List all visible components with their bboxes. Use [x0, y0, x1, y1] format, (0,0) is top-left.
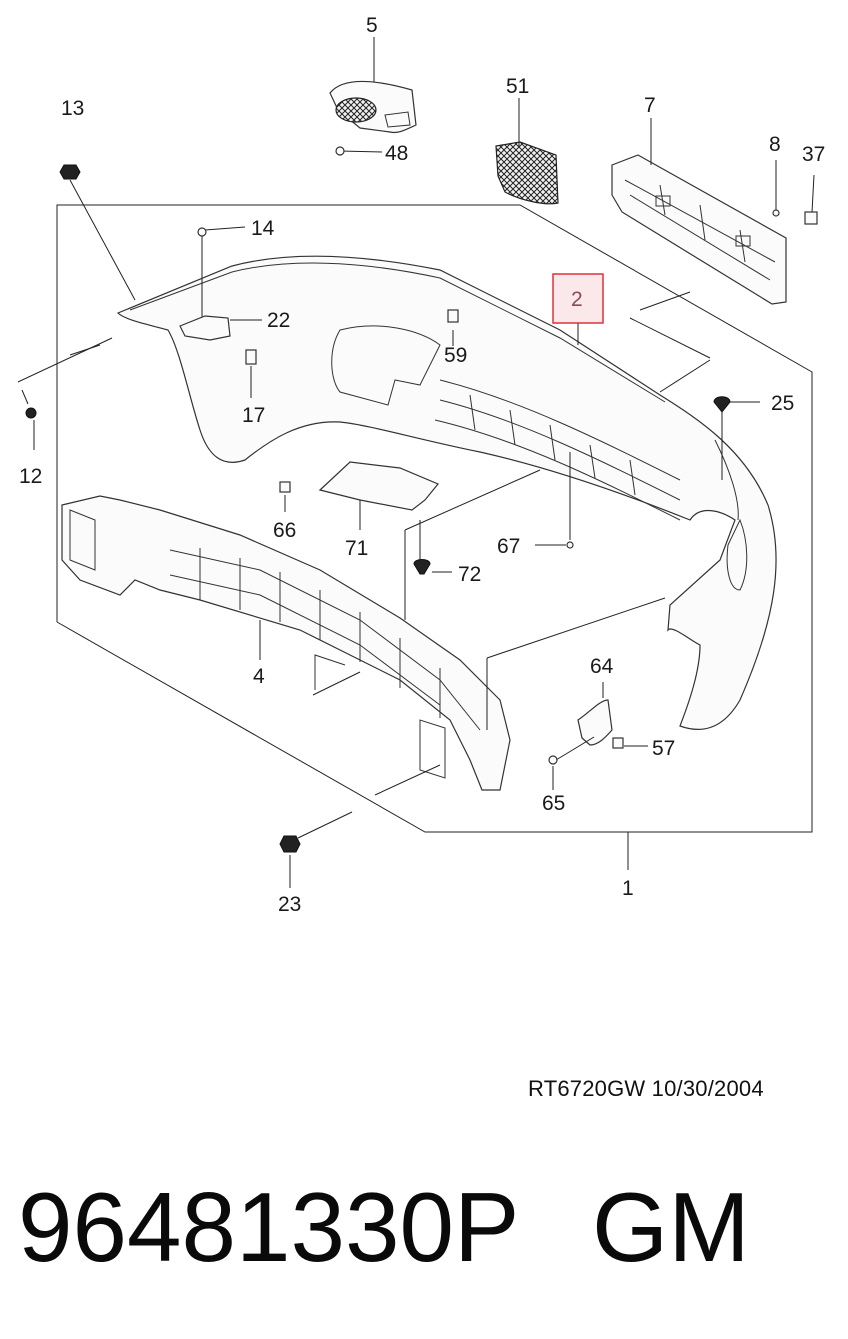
callout-7: 7 [644, 94, 656, 117]
part-4-reinforcement-beam [61, 495, 511, 791]
part-number: 96481330P [18, 1172, 520, 1282]
part-57-clip [612, 737, 648, 749]
callout-22: 22 [267, 309, 290, 332]
drawing-reference-code: RT6720GW 10/30/2004 [528, 1076, 764, 1101]
callout-64: 64 [590, 655, 614, 678]
part-17-clip [245, 349, 257, 398]
callout-23: 23 [278, 893, 301, 916]
part-66-clip [279, 481, 291, 512]
brand-name: GM [592, 1172, 750, 1282]
callout-72: 72 [458, 563, 481, 586]
callout-1: 1 [622, 877, 634, 900]
part-13-nut [59, 164, 136, 301]
part-12-bolt [17, 337, 113, 450]
part-14-screw [197, 226, 246, 318]
callout-4: 4 [253, 665, 265, 688]
part-48-screw [335, 146, 383, 156]
part-51-mesh-panel [495, 141, 559, 205]
callout-65: 65 [542, 792, 565, 815]
callout-17: 17 [242, 404, 265, 427]
part-59-clip [447, 309, 459, 346]
callout-13: 13 [61, 97, 84, 120]
callout-71: 71 [345, 537, 368, 560]
part-64-guard [577, 682, 613, 746]
callout-12: 12 [19, 465, 42, 488]
leader-lines [69, 37, 711, 870]
part-5-grille-insert [329, 80, 417, 134]
part-7-plate-bracket [611, 154, 787, 305]
callout-25: 25 [771, 392, 794, 415]
part-65-screw [548, 736, 595, 790]
callout-57: 57 [652, 737, 675, 760]
highlight-box-part-2 [552, 273, 604, 324]
callout-67: 67 [497, 535, 520, 558]
callout-5: 5 [366, 14, 378, 37]
callout-14: 14 [251, 217, 275, 240]
part-71-shield [318, 461, 439, 530]
part-8-screw [772, 160, 780, 217]
part-72-push-pin [413, 520, 452, 575]
callout-8: 8 [769, 133, 781, 156]
parts-diagram: 5 51 7 13 8 37 48 14 2 22 59 25 17 12 66… [17, 14, 825, 916]
callout-37: 37 [802, 143, 825, 166]
part-37-clip [804, 174, 818, 225]
part-25-push-pin [713, 396, 760, 480]
callout-59: 59 [444, 344, 467, 367]
assembly-frame [56, 204, 813, 833]
part-67-screw [535, 452, 574, 549]
callout-48: 48 [385, 142, 408, 165]
callout-66: 66 [273, 519, 296, 542]
callout-51: 51 [506, 75, 529, 98]
callout-labels: 5 51 7 13 8 37 48 14 2 22 59 25 17 12 66… [19, 14, 825, 916]
callout-2: 2 [571, 288, 583, 311]
part-23-nut [279, 811, 353, 888]
part-22-bracket [179, 315, 262, 341]
part-2-bumper-fascia [116, 255, 777, 730]
